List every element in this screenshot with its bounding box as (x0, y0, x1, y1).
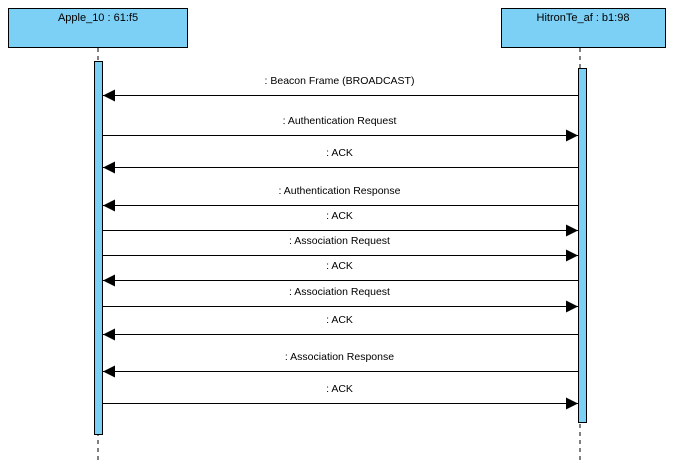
message-label: : Association Request (289, 235, 390, 247)
message-3[interactable]: : ACK (103, 147, 578, 174)
message-arrowhead (103, 328, 115, 341)
message-label: : Authentication Response (278, 185, 400, 197)
message-4[interactable]: : Authentication Response (103, 185, 578, 212)
message-1[interactable]: : Beacon Frame (BROADCAST) (103, 75, 578, 102)
message-arrowhead (103, 89, 115, 102)
lifeline-hitron[interactable]: HitronTe_af : b1:98 (501, 8, 666, 48)
message-label: : Beacon Frame (BROADCAST) (265, 75, 415, 87)
lifeline-hitron-label: HitronTe_af : b1:98 (537, 12, 630, 24)
messages-group: : Beacon Frame (BROADCAST) : Authenticati… (103, 75, 578, 410)
message-label: : Authentication Request (283, 115, 397, 127)
message-6[interactable]: : Association Request (103, 235, 578, 262)
message-label: : ACK (326, 147, 353, 159)
activation-bar-hitron[interactable] (578, 68, 587, 423)
message-label: : ACK (326, 383, 353, 395)
message-10[interactable]: : Association Response (103, 351, 578, 378)
message-label: : Association Response (285, 351, 394, 363)
message-arrowhead (103, 274, 115, 287)
lifeline-hitron-box (501, 8, 666, 48)
message-label: : ACK (326, 260, 353, 272)
message-arrowhead (103, 199, 115, 212)
message-9[interactable]: : ACK (103, 314, 578, 341)
message-arrowhead (103, 365, 115, 378)
message-8[interactable]: : Association Request (103, 286, 578, 313)
message-label: : ACK (326, 314, 353, 326)
lifeline-apple-label: Apple_10 : 61:f5 (58, 12, 138, 24)
message-11[interactable]: : ACK (103, 383, 578, 410)
message-5[interactable]: : ACK (103, 210, 578, 237)
message-2[interactable]: : Authentication Request (103, 115, 578, 142)
lifeline-apple[interactable]: Apple_10 : 61:f5 (8, 8, 188, 48)
activation-bar-apple[interactable] (94, 61, 103, 435)
lifeline-apple-box (8, 8, 188, 48)
message-arrowhead (566, 397, 578, 410)
message-label: : Association Request (289, 286, 390, 298)
message-arrowhead (566, 300, 578, 313)
message-arrowhead (566, 249, 578, 262)
message-arrowhead (566, 224, 578, 237)
message-arrowhead (566, 129, 578, 142)
message-label: : ACK (326, 210, 353, 222)
message-7[interactable]: : ACK (103, 260, 578, 287)
message-arrowhead (103, 161, 115, 174)
